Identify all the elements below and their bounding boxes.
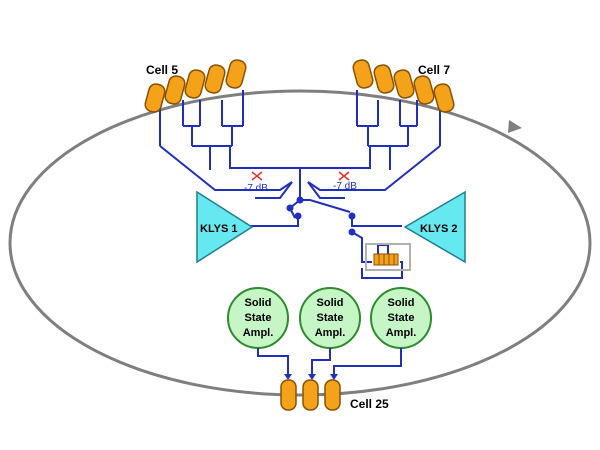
svg-text:Solid: Solid — [388, 297, 415, 309]
cell-7-label: Cell 7 — [418, 63, 450, 77]
cell-5-label: Cell 5 — [146, 63, 178, 77]
svg-text:Solid: Solid — [317, 297, 344, 309]
cell-25-label: Cell 25 — [350, 397, 389, 411]
waveguide-switch-icon — [286, 196, 356, 236]
cavities-cell-7 — [352, 59, 455, 113]
solid-state-amplifier-1: Solid State Ampl. — [227, 287, 289, 349]
svg-text:State: State — [317, 312, 344, 324]
svg-text:Ampl.: Ampl. — [243, 327, 274, 339]
svg-text:State: State — [388, 312, 415, 324]
solid-state-amplifier-2: Solid State Ampl. — [299, 287, 361, 349]
dummy-load-cavity — [373, 253, 399, 266]
svg-text:Ampl.: Ampl. — [315, 327, 346, 339]
svg-text:State: State — [245, 312, 272, 324]
right-waveguide-tree — [300, 90, 441, 199]
cavities-cell-25 — [280, 379, 341, 411]
attenuator-mark-right — [338, 171, 350, 181]
klystron-1-label: KLYS 1 — [200, 223, 238, 235]
attenuator-mark-left — [251, 171, 263, 181]
svg-text:Solid: Solid — [245, 297, 272, 309]
klystron-1 — [196, 190, 254, 264]
storage-ring — [8, 89, 592, 397]
klystron-2-label: KLYS 2 — [420, 223, 458, 235]
svg-text:Ampl.: Ampl. — [386, 327, 417, 339]
ssa-feed-lines — [257, 348, 402, 376]
ssa-feed-arrows — [284, 374, 338, 380]
attenuator-label-right: -7 dB — [333, 181, 357, 192]
beam-direction-arrow-icon — [508, 120, 522, 133]
dummy-load-box — [365, 243, 411, 271]
klystron-2 — [403, 190, 466, 264]
solid-state-amplifier-3: Solid State Ampl. — [370, 287, 432, 349]
left-waveguide-tree — [159, 90, 300, 199]
attenuator-label-left: -7 dB — [244, 183, 268, 194]
cavities-cell-5 — [144, 59, 247, 113]
